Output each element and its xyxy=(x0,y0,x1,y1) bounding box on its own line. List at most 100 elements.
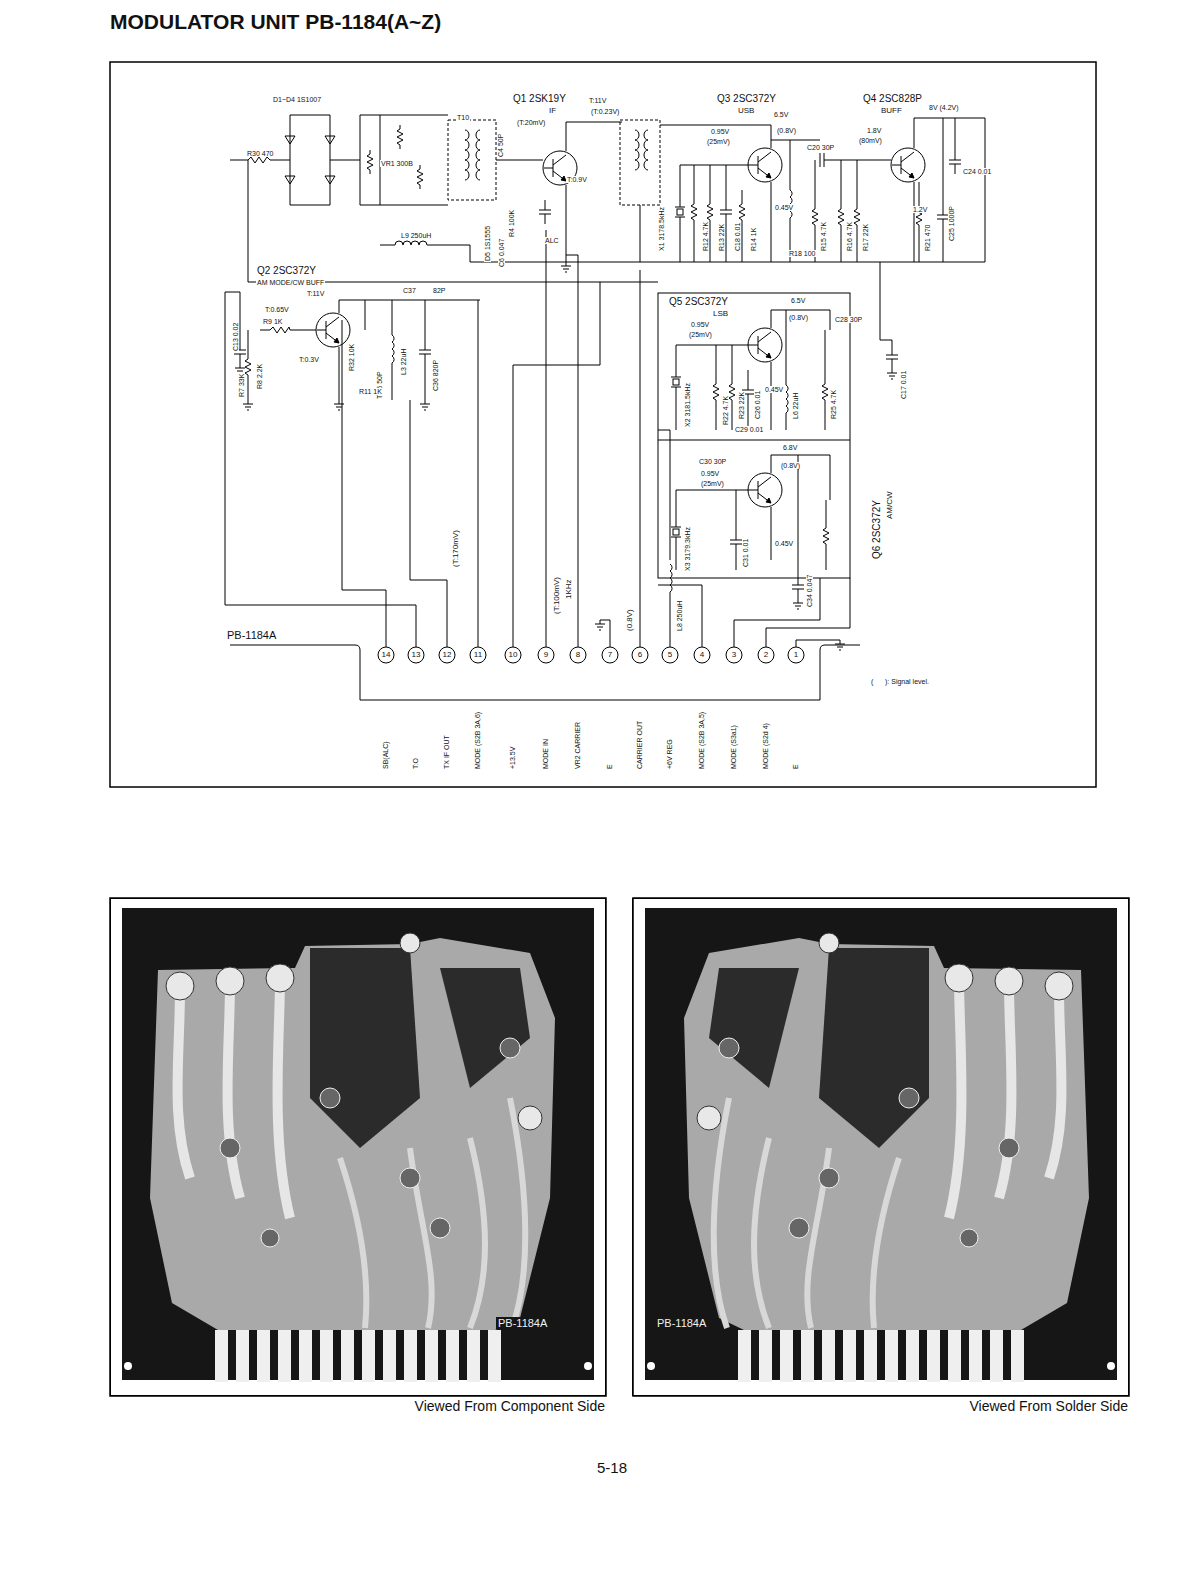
part-label: R18 100 xyxy=(788,250,816,257)
wire xyxy=(771,125,891,262)
part-label: LSB xyxy=(712,310,729,318)
part-label: MODE IN xyxy=(542,738,549,770)
part-label: +13.5V xyxy=(509,746,516,770)
wire xyxy=(300,645,860,700)
part-label: R13 22K xyxy=(718,223,725,252)
component-symbol xyxy=(419,340,431,364)
part-label: R32 10K xyxy=(348,343,355,372)
wire xyxy=(230,160,290,161)
part-label: C36 820P xyxy=(432,359,439,392)
part-label: C24 0.01 xyxy=(962,168,992,175)
part-label: ( ): Signal level. xyxy=(870,678,930,685)
part-label: X2 3181.5kHz xyxy=(684,382,691,428)
part-label: R15 4.7K xyxy=(820,221,827,252)
part-label: C37 xyxy=(402,287,417,294)
part-label: AM/CW xyxy=(886,490,894,520)
view-caption: Viewed From Component Side xyxy=(415,1399,605,1414)
wire xyxy=(225,292,480,400)
component-symbol xyxy=(671,370,681,394)
component-symbol xyxy=(823,524,829,548)
wire xyxy=(330,115,448,205)
component-symbol xyxy=(397,125,403,149)
part-label: 0.45V xyxy=(774,540,794,547)
wire xyxy=(470,647,486,663)
part-label: (25mV) xyxy=(688,331,713,338)
part-label: C18 0.01 xyxy=(734,222,741,252)
part-label: 82P xyxy=(432,287,446,294)
pcb-panel: PB-1184AViewed From Component Side xyxy=(110,898,606,1396)
wire xyxy=(771,310,830,430)
component-symbol xyxy=(392,335,394,363)
component-symbol xyxy=(730,530,742,554)
wire xyxy=(225,230,850,647)
part-label: AM MODE/CW BUFF xyxy=(256,279,325,286)
part-heading: Q3 2SC372Y xyxy=(716,94,777,104)
component-symbol xyxy=(720,200,732,224)
wire xyxy=(496,122,622,262)
wire xyxy=(635,130,648,170)
part-heading: Q6 2SC372Y xyxy=(872,499,882,560)
component-symbol xyxy=(334,400,344,410)
part-label: C13 0.02 xyxy=(232,322,239,352)
wire xyxy=(620,120,660,205)
part-label: R30 470 xyxy=(246,150,274,157)
wire xyxy=(408,647,424,663)
pin-number: 6 xyxy=(637,651,643,659)
part-heading: Q4 2SC828P xyxy=(862,94,923,104)
part-label: VR2 CARRIER xyxy=(574,721,581,770)
component-symbol xyxy=(245,355,251,379)
wire xyxy=(676,455,830,575)
part-label: C6 0.047 xyxy=(498,238,505,268)
pin-number: 1 xyxy=(793,651,799,659)
part-label: 0.45V xyxy=(764,386,784,393)
component-symbol xyxy=(691,200,697,224)
part-label: SB(ALC) xyxy=(382,740,389,770)
wire xyxy=(880,262,892,345)
part-label: T:0.3V xyxy=(298,356,320,363)
component-symbol xyxy=(748,473,782,507)
component-symbol xyxy=(748,148,782,182)
wire xyxy=(694,647,710,663)
pin-number: 8 xyxy=(575,651,581,659)
part-label: TX IF OUT xyxy=(443,734,450,770)
pin-number: 5 xyxy=(667,651,673,659)
pin-number: 7 xyxy=(607,651,613,659)
part-label: C34 0.047 xyxy=(806,574,813,608)
part-label: 6.8V xyxy=(782,444,798,451)
part-label: 1.8V xyxy=(866,127,882,134)
part-label: 0.45V xyxy=(774,204,794,211)
part-label: (0.8V) xyxy=(626,608,634,632)
part-label: 0.95V xyxy=(700,470,720,477)
part-label: C31 0.01 xyxy=(742,538,749,568)
part-heading: 5-18 xyxy=(596,1460,628,1475)
component-symbol xyxy=(675,200,685,224)
part-label: R11 1K xyxy=(358,388,383,395)
component-symbol xyxy=(713,380,719,404)
component-symbol xyxy=(417,165,423,189)
part-label: E xyxy=(792,763,799,770)
part-label: C17 0.01 xyxy=(900,370,907,400)
wire xyxy=(788,647,804,663)
part-label: (T:170mV) xyxy=(452,529,460,568)
part-label: (0.8V) xyxy=(776,127,797,134)
component-symbol xyxy=(316,313,350,347)
part-label: C4 50P xyxy=(497,133,504,158)
pin-number: 3 xyxy=(731,651,737,659)
part-label: E xyxy=(606,763,613,770)
board-marking: PB-1184A xyxy=(655,1317,708,1329)
part-heading: Q2 2SC372Y xyxy=(256,266,317,276)
pin-number: 11 xyxy=(473,651,483,659)
component-symbol xyxy=(739,200,745,224)
part-label: R14 1K xyxy=(750,227,757,252)
part-label: (80mV) xyxy=(858,137,883,144)
wire xyxy=(658,293,850,578)
pin-number: 10 xyxy=(508,651,519,659)
wire xyxy=(465,130,480,180)
component-symbol xyxy=(793,599,803,609)
component-symbol xyxy=(748,328,782,362)
part-label: MODE (S2B 3A,5) xyxy=(698,711,705,770)
part-label: (T:20mV) xyxy=(516,119,546,126)
component-symbol xyxy=(786,385,788,413)
part-label: MODE (S3a1) xyxy=(730,724,737,770)
